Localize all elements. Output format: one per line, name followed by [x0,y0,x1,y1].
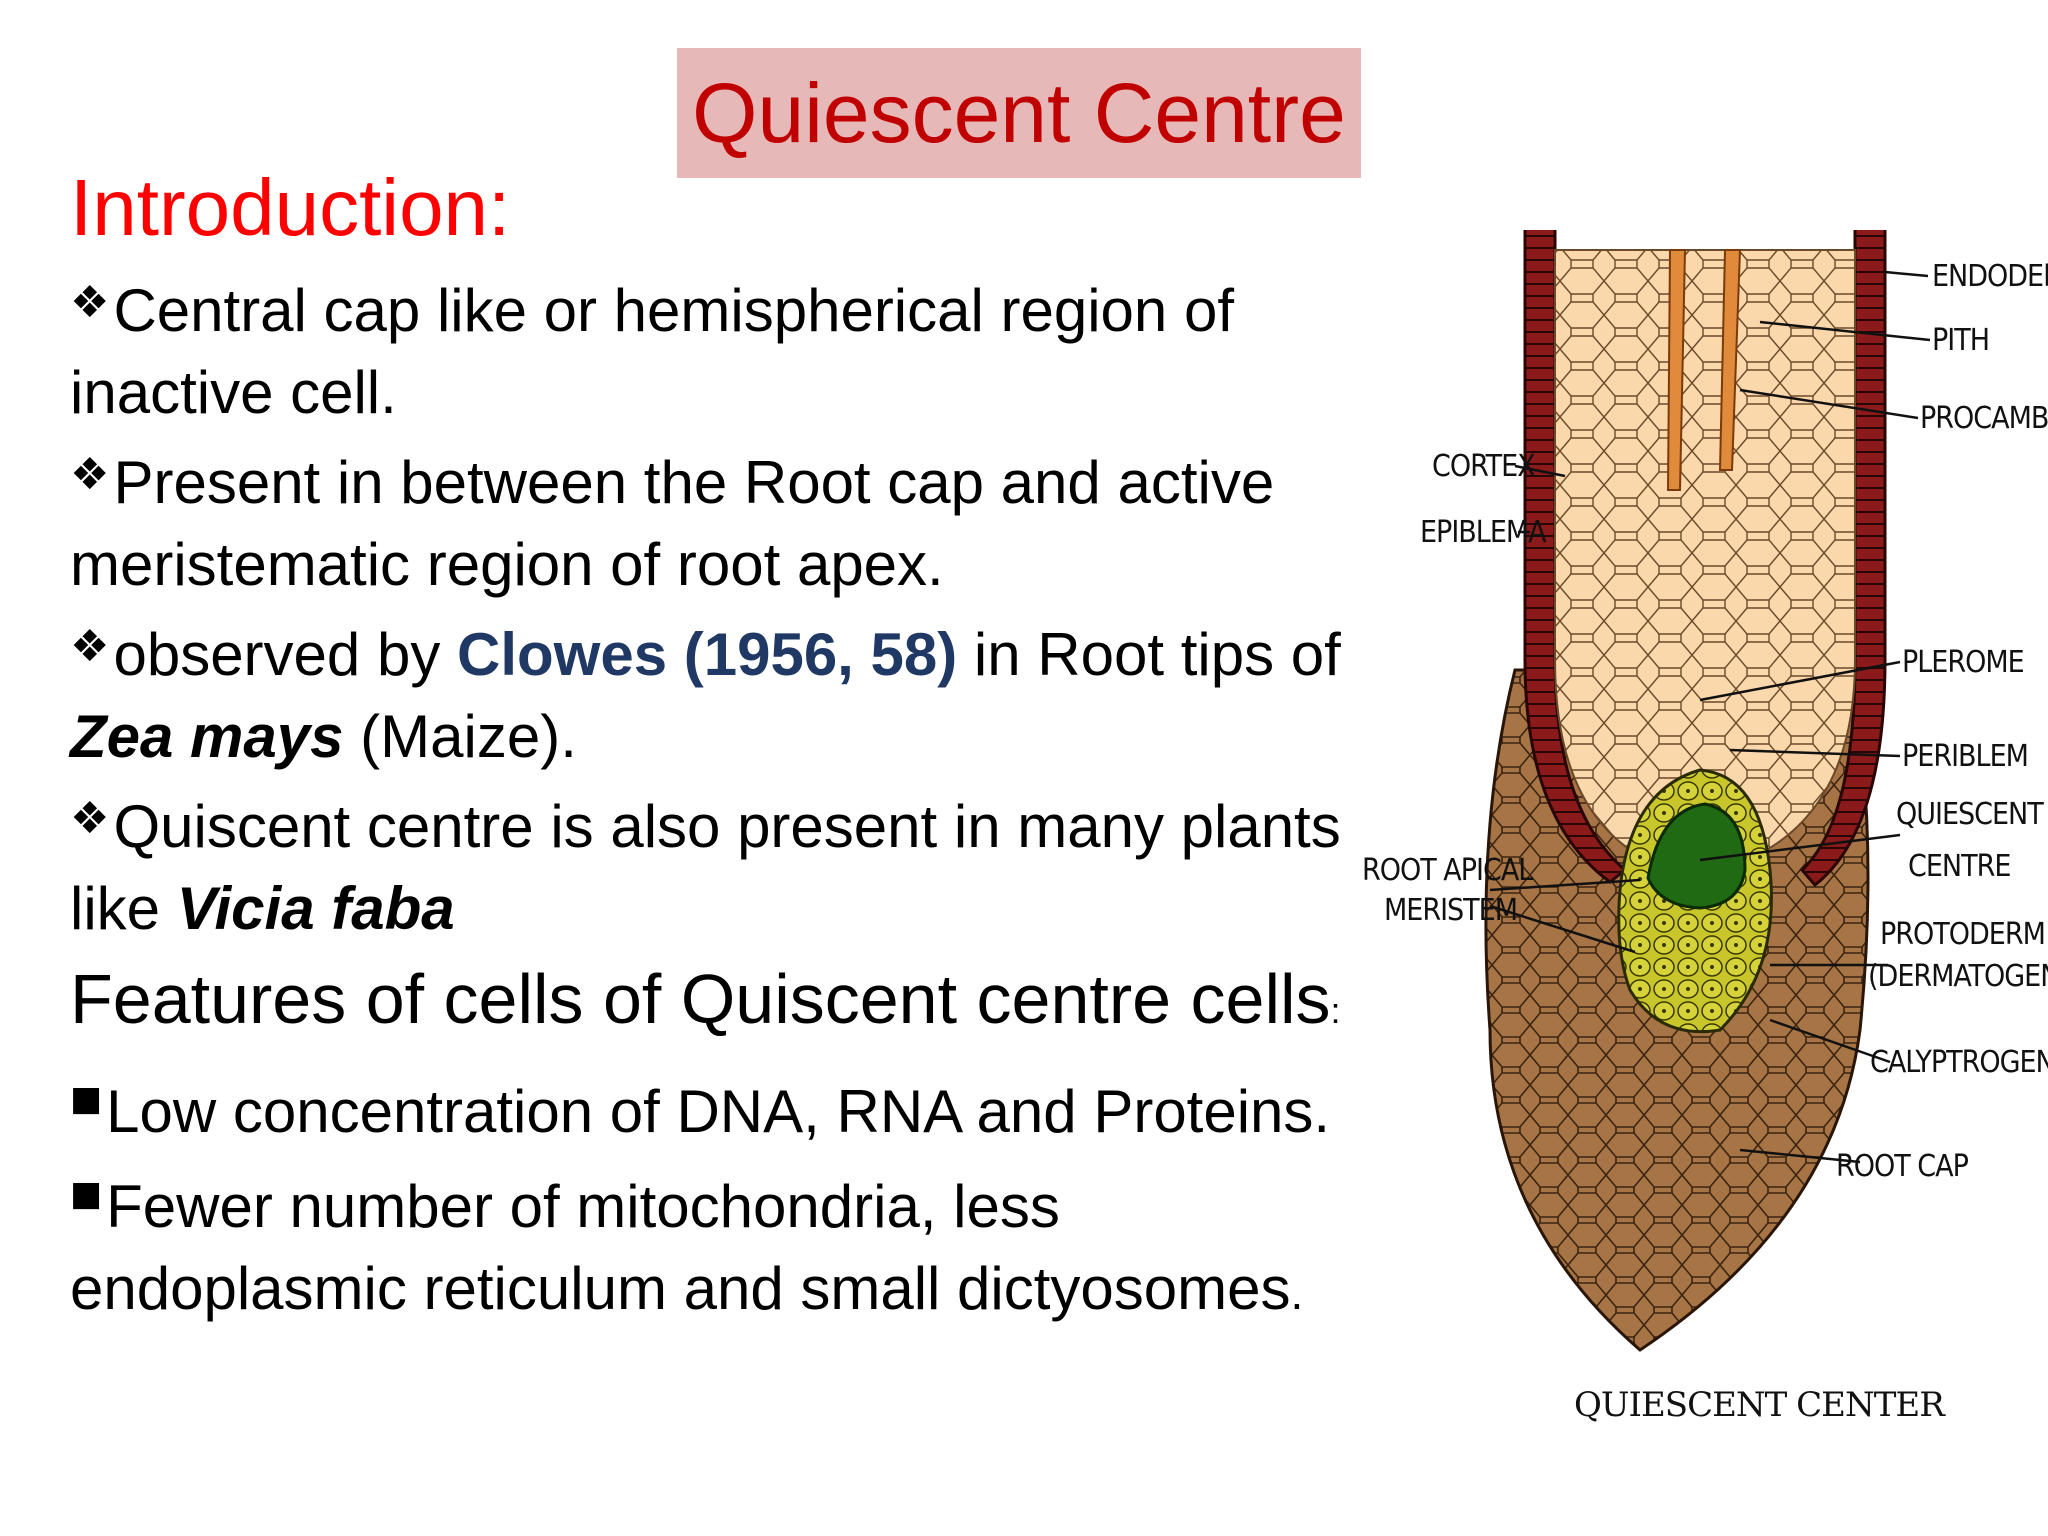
label-root-cap: ROOT CAP [1836,1149,1969,1184]
bullet-item: ❖observed by Clowes (1956, 58) in Root t… [70,606,1360,778]
diagram-caption: QUIESCENT CENTER [1574,1385,1946,1425]
species-name: Vicia faba [176,875,455,942]
bullet-item: ❖Central cap like or hemispherical regio… [70,262,1360,434]
label-pith: PITH [1932,323,1989,358]
bullet-text: observed by [113,621,457,688]
citation: Clowes (1956, 58) [457,621,958,688]
label-procambium: PROCAMBIUM [1920,401,2048,436]
label-epiblema: EPIBLEMA [1420,515,1547,550]
leader-lines [1489,270,1931,1164]
bullet-text: (Maize). [343,703,577,770]
square-bullet-icon: ■ [70,1174,103,1214]
quiescent-centre-core [1646,802,1747,910]
feature-text-end: . [1290,1267,1304,1319]
label-cortex: CORTEX [1432,449,1535,484]
species-name: Zea mays [70,703,344,770]
label-periblem: PERIBLEM [1902,739,2028,774]
label-quiescent-1: QUIESCENT [1896,797,2044,832]
bullet-text: Quiscent centre is also present in many … [70,793,1341,942]
features-heading-text: Features of cells of Quiscent centre cel… [70,960,1331,1038]
label-plerome: PLEROME [1902,645,2024,680]
four-diamond-bullet-icon: ❖ [70,277,110,328]
label-protoderm-1: PROTODERM [1880,917,2045,952]
feature-item: ■Fewer number of mitochondria, less endo… [70,1153,1360,1334]
bullet-item: ❖Quiscent centre is also present in many… [70,778,1360,950]
feature-text: Low concentration of DNA, RNA and Protei… [106,1078,1331,1145]
procambium-strand [1666,249,1687,491]
bullet-text: Central cap like or hemispherical region… [70,277,1234,426]
bullet-item: ❖Present in between the Root cap and act… [70,434,1360,606]
four-diamond-bullet-icon: ❖ [70,621,110,672]
features-heading: Features of cells of Quiscent centre cel… [70,952,1360,1058]
label-ram-2: MERISTEM [1384,893,1517,928]
label-protoderm-2: (DERMATOGEN) [1868,959,2048,994]
body-text: ❖Central cap like or hemispherical regio… [70,262,1360,1334]
four-diamond-bullet-icon: ❖ [70,793,110,844]
slide-title: Quiescent Centre [692,66,1346,160]
four-diamond-bullet-icon: ❖ [70,449,110,500]
label-quiescent-2: CENTRE [1908,849,2010,884]
label-ram-1: ROOT APICAL [1362,853,1533,888]
root-tip-diagram: ENDODERMIS PITH PROCAMBIUM CORTEX EPIBLE… [1362,230,2048,1425]
intro-heading: Introduction: [70,163,511,252]
label-endodermis: ENDODERMIS [1932,259,2048,294]
feature-text: Fewer number of mitochondria, less endop… [70,1173,1291,1322]
features-colon: : [1330,990,1341,1031]
bullet-text: Present in between the Root cap and acti… [70,449,1275,598]
title-box: Quiescent Centre [677,48,1361,178]
epiblema-wall-left [1523,230,1628,884]
epiblema-wall-right [1799,230,1887,888]
bullet-text: in Root tips of [957,621,1341,688]
label-calyptrogen: CALYPTROGEN [1870,1045,2048,1080]
feature-item: ■Low concentration of DNA, RNA and Prote… [70,1058,1360,1153]
procambium-strand [1718,249,1742,471]
square-bullet-icon: ■ [70,1079,103,1119]
